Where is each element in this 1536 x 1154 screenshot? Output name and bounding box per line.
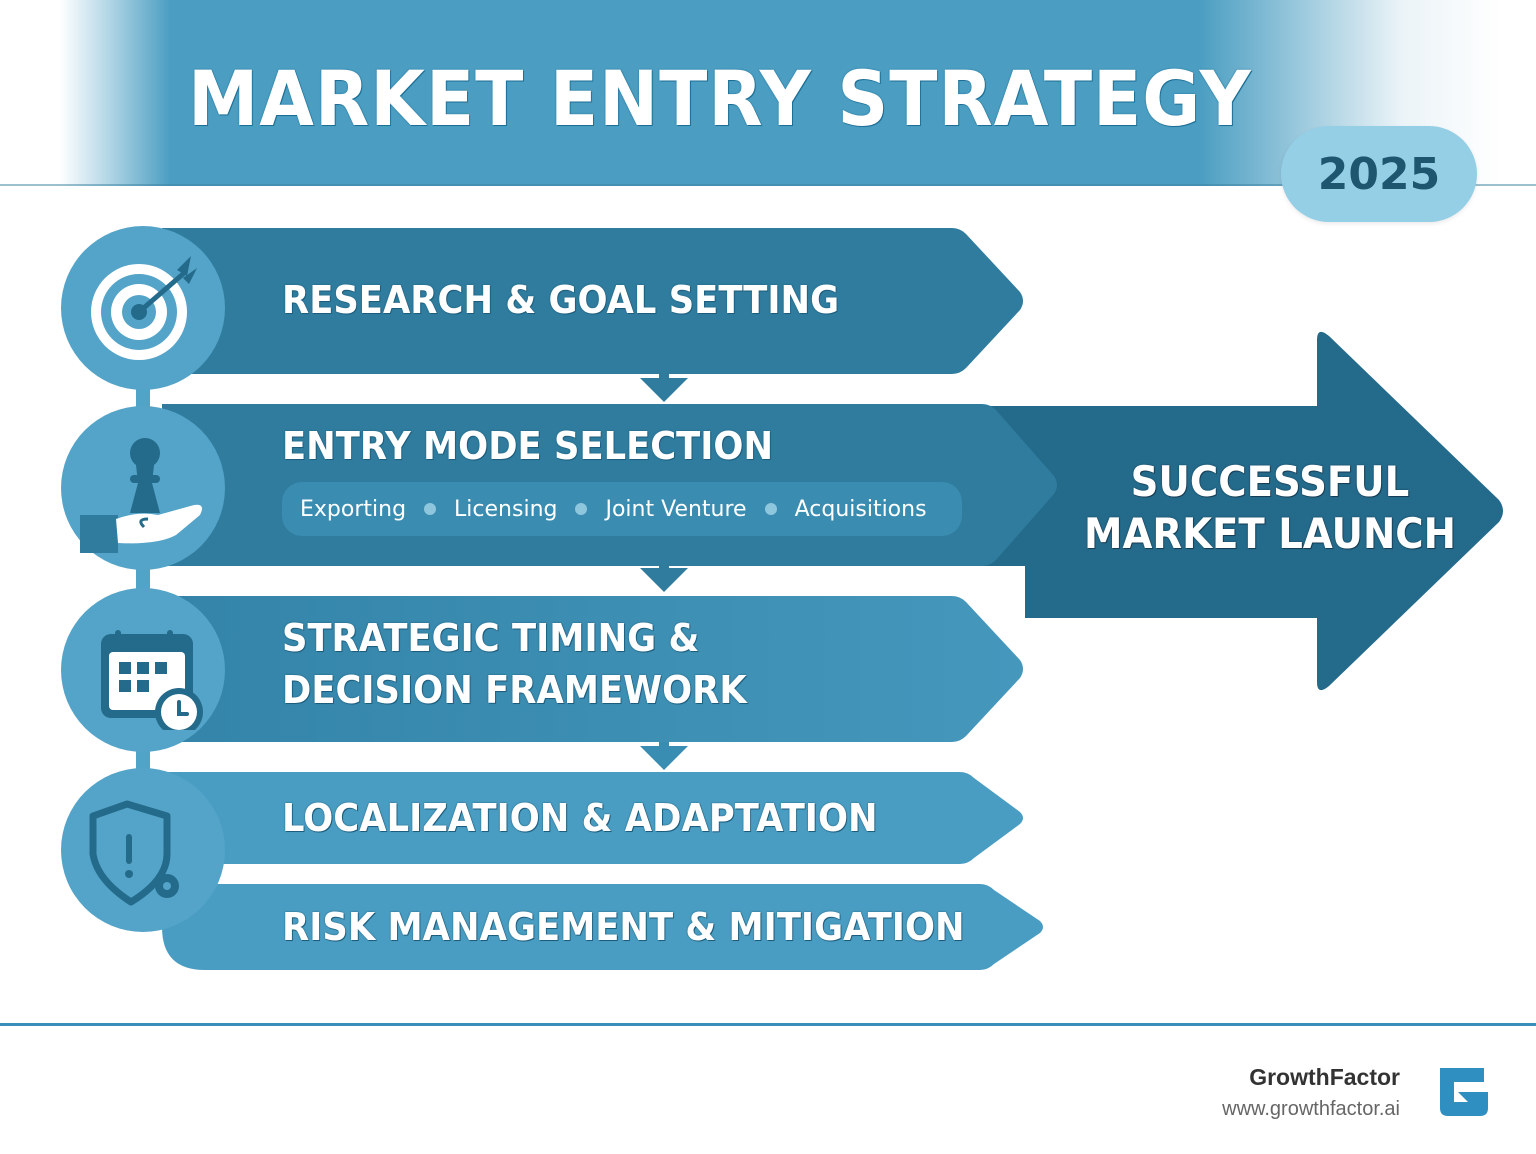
step-risk-management: RISK MANAGEMENT & MITIGATION	[162, 884, 1046, 970]
bullet-dot	[764, 503, 777, 515]
step-label: RESEARCH & GOAL SETTING	[282, 278, 840, 322]
step-entry-mode-selection: ENTRY MODE SELECTION Exporting Licensing…	[162, 404, 1062, 566]
step-label-line-1: STRATEGIC TIMING &	[282, 616, 700, 660]
brand-name: GrowthFactor	[1249, 1064, 1400, 1090]
successful-launch-arrow	[955, 331, 1503, 691]
footer-divider	[0, 1023, 1536, 1026]
down-arrow-icon	[640, 742, 688, 770]
hand-chess-pawn-icon	[80, 438, 202, 553]
growthfactor-logo-icon	[1440, 1068, 1488, 1116]
launch-line-2: MARKET LAUNCH	[1083, 509, 1456, 558]
step-label: LOCALIZATION & ADAPTATION	[282, 796, 878, 840]
option-acquisitions: Acquisitions	[794, 496, 927, 522]
step-bar-shape	[162, 772, 1023, 864]
shield-alert-gear-icon	[89, 800, 179, 906]
step-bar-shape	[162, 596, 1023, 742]
step-3-icon-circle	[61, 588, 225, 752]
step-localization-adaptation: LOCALIZATION & ADAPTATION	[162, 772, 1026, 864]
option-joint-venture: Joint Venture	[605, 496, 747, 522]
step-1-icon-circle	[61, 226, 225, 390]
page-title: MARKET ENTRY STRATEGY	[188, 54, 1252, 143]
option-licensing: Licensing	[454, 496, 558, 522]
target-icon	[91, 256, 197, 360]
step-label: ENTRY MODE SELECTION	[282, 424, 774, 468]
launch-line-1: SUCCESSFUL	[1130, 457, 1410, 506]
header-band	[0, 0, 1536, 186]
entry-mode-options: Exporting Licensing Joint Venture Acquis…	[282, 482, 962, 536]
bullet-dot	[575, 503, 588, 515]
bullet-dot	[424, 503, 437, 515]
step-4-icon-circle	[61, 768, 225, 932]
calendar-clock-icon	[101, 630, 203, 730]
successful-launch-label: SUCCESSFUL MARKET LAUNCH	[1058, 456, 1481, 560]
year-badge: 2025	[1281, 126, 1477, 222]
step-bar-shape	[162, 884, 1043, 970]
step-label-line-2: DECISION FRAMEWORK	[282, 668, 747, 712]
step-label: RISK MANAGEMENT & MITIGATION	[282, 905, 965, 949]
step-strategic-timing: STRATEGIC TIMING & DECISION FRAMEWORK	[162, 596, 1026, 742]
option-exporting: Exporting	[300, 496, 407, 522]
year-text: 2025	[1317, 148, 1441, 200]
brand-url[interactable]: www.growthfactor.ai	[1222, 1098, 1400, 1120]
step-bar-shape	[162, 228, 1023, 374]
down-arrow-icon	[640, 374, 688, 402]
down-arrow-icon	[640, 564, 688, 592]
step-research-goal-setting: RESEARCH & GOAL SETTING	[162, 228, 1026, 374]
step-2-icon-circle	[61, 406, 225, 570]
